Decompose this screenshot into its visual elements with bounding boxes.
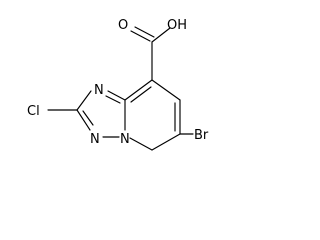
bond-carboxyl-double-o-b [134,26,155,38]
atom-label-nitrogen-bridge: N [120,132,130,147]
chemical-structure-diagram: O OH Cl N N N Br [27,18,209,151]
atom-label-chlorine: Cl [27,104,40,119]
bond-c8a-c8 [124,79,153,101]
bond-n1-c2 [76,90,92,111]
atom-label-carboxyl-oxygen: O [118,18,128,33]
bond-c2-n3-inner [82,110,94,126]
bond-c2-n3 [76,109,91,131]
bond-c6-c5 [151,133,181,151]
atom-label-bromine: Br [194,128,209,143]
atom-label-nitrogen-bottom-left: N [90,132,100,147]
bond-c5-n-bridge [129,137,153,151]
atom-label-nitrogen-top: N [94,83,104,98]
bond-carboxyl-double-o-a [130,30,151,42]
bond-c8-c7 [151,79,181,101]
bond-c8a-c8-inner [130,86,152,103]
bond-c8a-n1-inner [105,95,121,104]
bond-carboxyl-oh [151,27,171,43]
bond-c8a-n1 [107,90,126,101]
atom-label-hydroxyl: OH [167,18,187,33]
